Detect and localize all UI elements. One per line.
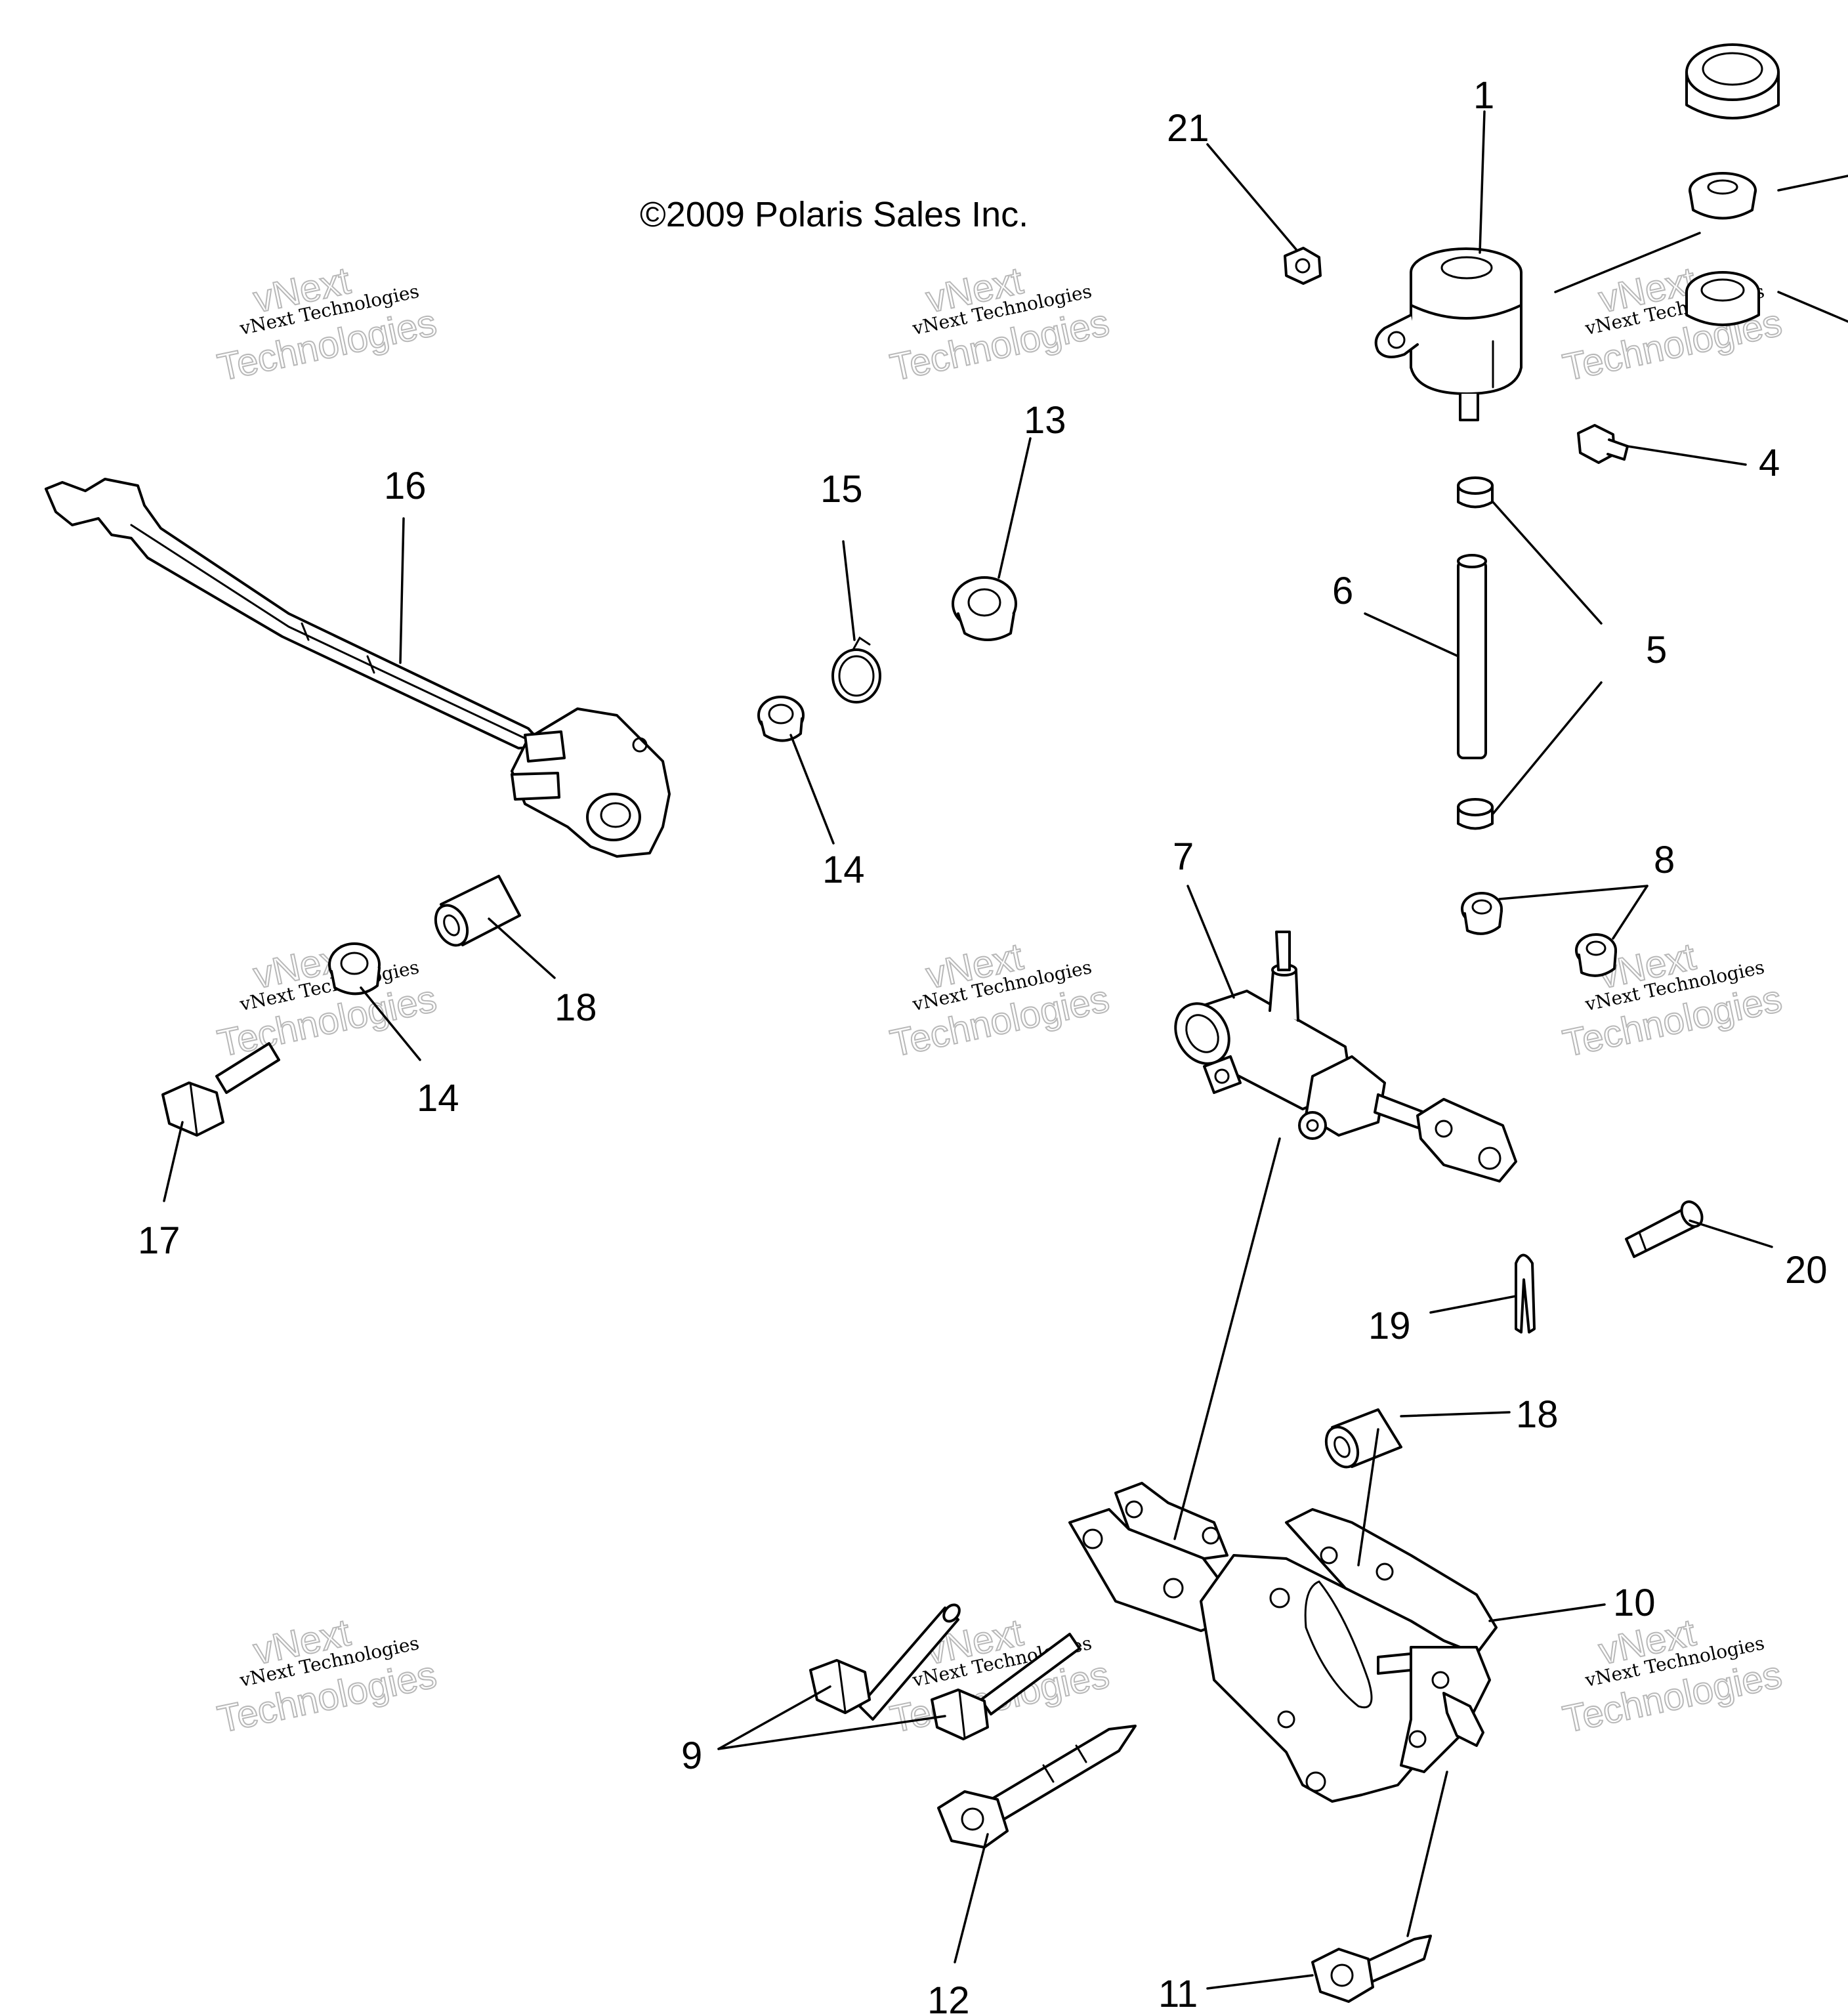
callout-19: 19	[1368, 1305, 1411, 1347]
watermark-top-left: vNext vNext Technologies Technologies	[213, 259, 441, 390]
part-11-screw	[1311, 1935, 1432, 2003]
callout-10: 10	[1613, 1582, 1656, 1624]
callout-18-left: 18	[555, 986, 597, 1029]
callout-6: 6	[1332, 570, 1353, 612]
part-reservoir-cap	[1685, 43, 1780, 119]
watermark-mid-left: vNext vNext Technologies Technologies	[213, 934, 441, 1066]
part-9-bolt-short	[931, 1633, 1081, 1740]
callout-9: 9	[681, 1734, 702, 1777]
callout-4: 4	[1759, 442, 1780, 484]
part-8-grommet-upper	[1461, 892, 1503, 935]
part-17-bolt	[161, 1042, 280, 1137]
callout-15: 15	[820, 468, 863, 511]
callout-14-lower: 14	[417, 1077, 459, 1120]
callout-labels: 21 1 4 5 6 8 7 13 15 14 16 18 14 17 19 2…	[138, 74, 1828, 2016]
callout-18-right: 18	[1516, 1393, 1559, 1436]
part-8-grommet-lower	[1575, 933, 1617, 977]
part-21-nut	[1284, 247, 1322, 285]
watermark-top-center: vNext vNext Technologies Technologies	[886, 259, 1114, 390]
part-16-brake-pedal	[45, 478, 671, 858]
callout-20: 20	[1785, 1249, 1828, 1292]
part-diaphragm	[1689, 172, 1757, 220]
callout-16: 16	[384, 465, 427, 507]
part-1-reservoir	[1374, 247, 1522, 421]
callout-5: 5	[1646, 629, 1667, 671]
part-20-clevis-pin	[1625, 1200, 1704, 1258]
callout-1: 1	[1473, 74, 1494, 117]
part-13-bushing	[952, 576, 1017, 641]
callout-14-upper: 14	[822, 849, 865, 891]
part-plate	[1685, 271, 1760, 326]
part-14-bushing-lower	[328, 942, 381, 996]
part-5-clamp-lower	[1457, 798, 1494, 830]
watermark-bottom-right: vNext vNext Technologies Technologies	[1559, 1610, 1786, 1742]
leader-lines	[163, 110, 1848, 1990]
callout-21: 21	[1167, 107, 1209, 150]
part-10-mounting-bracket	[1068, 1482, 1498, 1803]
copyright-text: ©2009 Polaris Sales Inc.	[640, 195, 1028, 234]
part-5-clamp-upper	[1457, 476, 1494, 509]
part-15-spring-clip	[831, 636, 881, 704]
callout-13: 13	[1024, 399, 1066, 442]
part-9-bolt-long	[809, 1603, 961, 1721]
part-18-sleeve-left	[434, 875, 521, 947]
part-4-screw	[1577, 424, 1629, 464]
part-7-master-cylinder	[1174, 931, 1517, 1183]
callout-11: 11	[1158, 1973, 1198, 2015]
part-14-bushing-upper	[757, 696, 805, 742]
callout-17: 17	[138, 1219, 180, 1262]
callout-8: 8	[1654, 839, 1675, 881]
callout-7: 7	[1173, 835, 1194, 878]
watermark-bottom-left: vNext vNext Technologies Technologies	[213, 1610, 441, 1742]
part-19-cotter-pin	[1515, 1253, 1536, 1334]
watermark-mid-center: vNext vNext Technologies Technologies	[886, 934, 1114, 1066]
callout-12: 12	[927, 1979, 970, 2016]
part-12-bolt	[937, 1725, 1137, 1849]
part-18-sleeve-right	[1324, 1408, 1402, 1469]
part-6-hose	[1457, 554, 1487, 759]
